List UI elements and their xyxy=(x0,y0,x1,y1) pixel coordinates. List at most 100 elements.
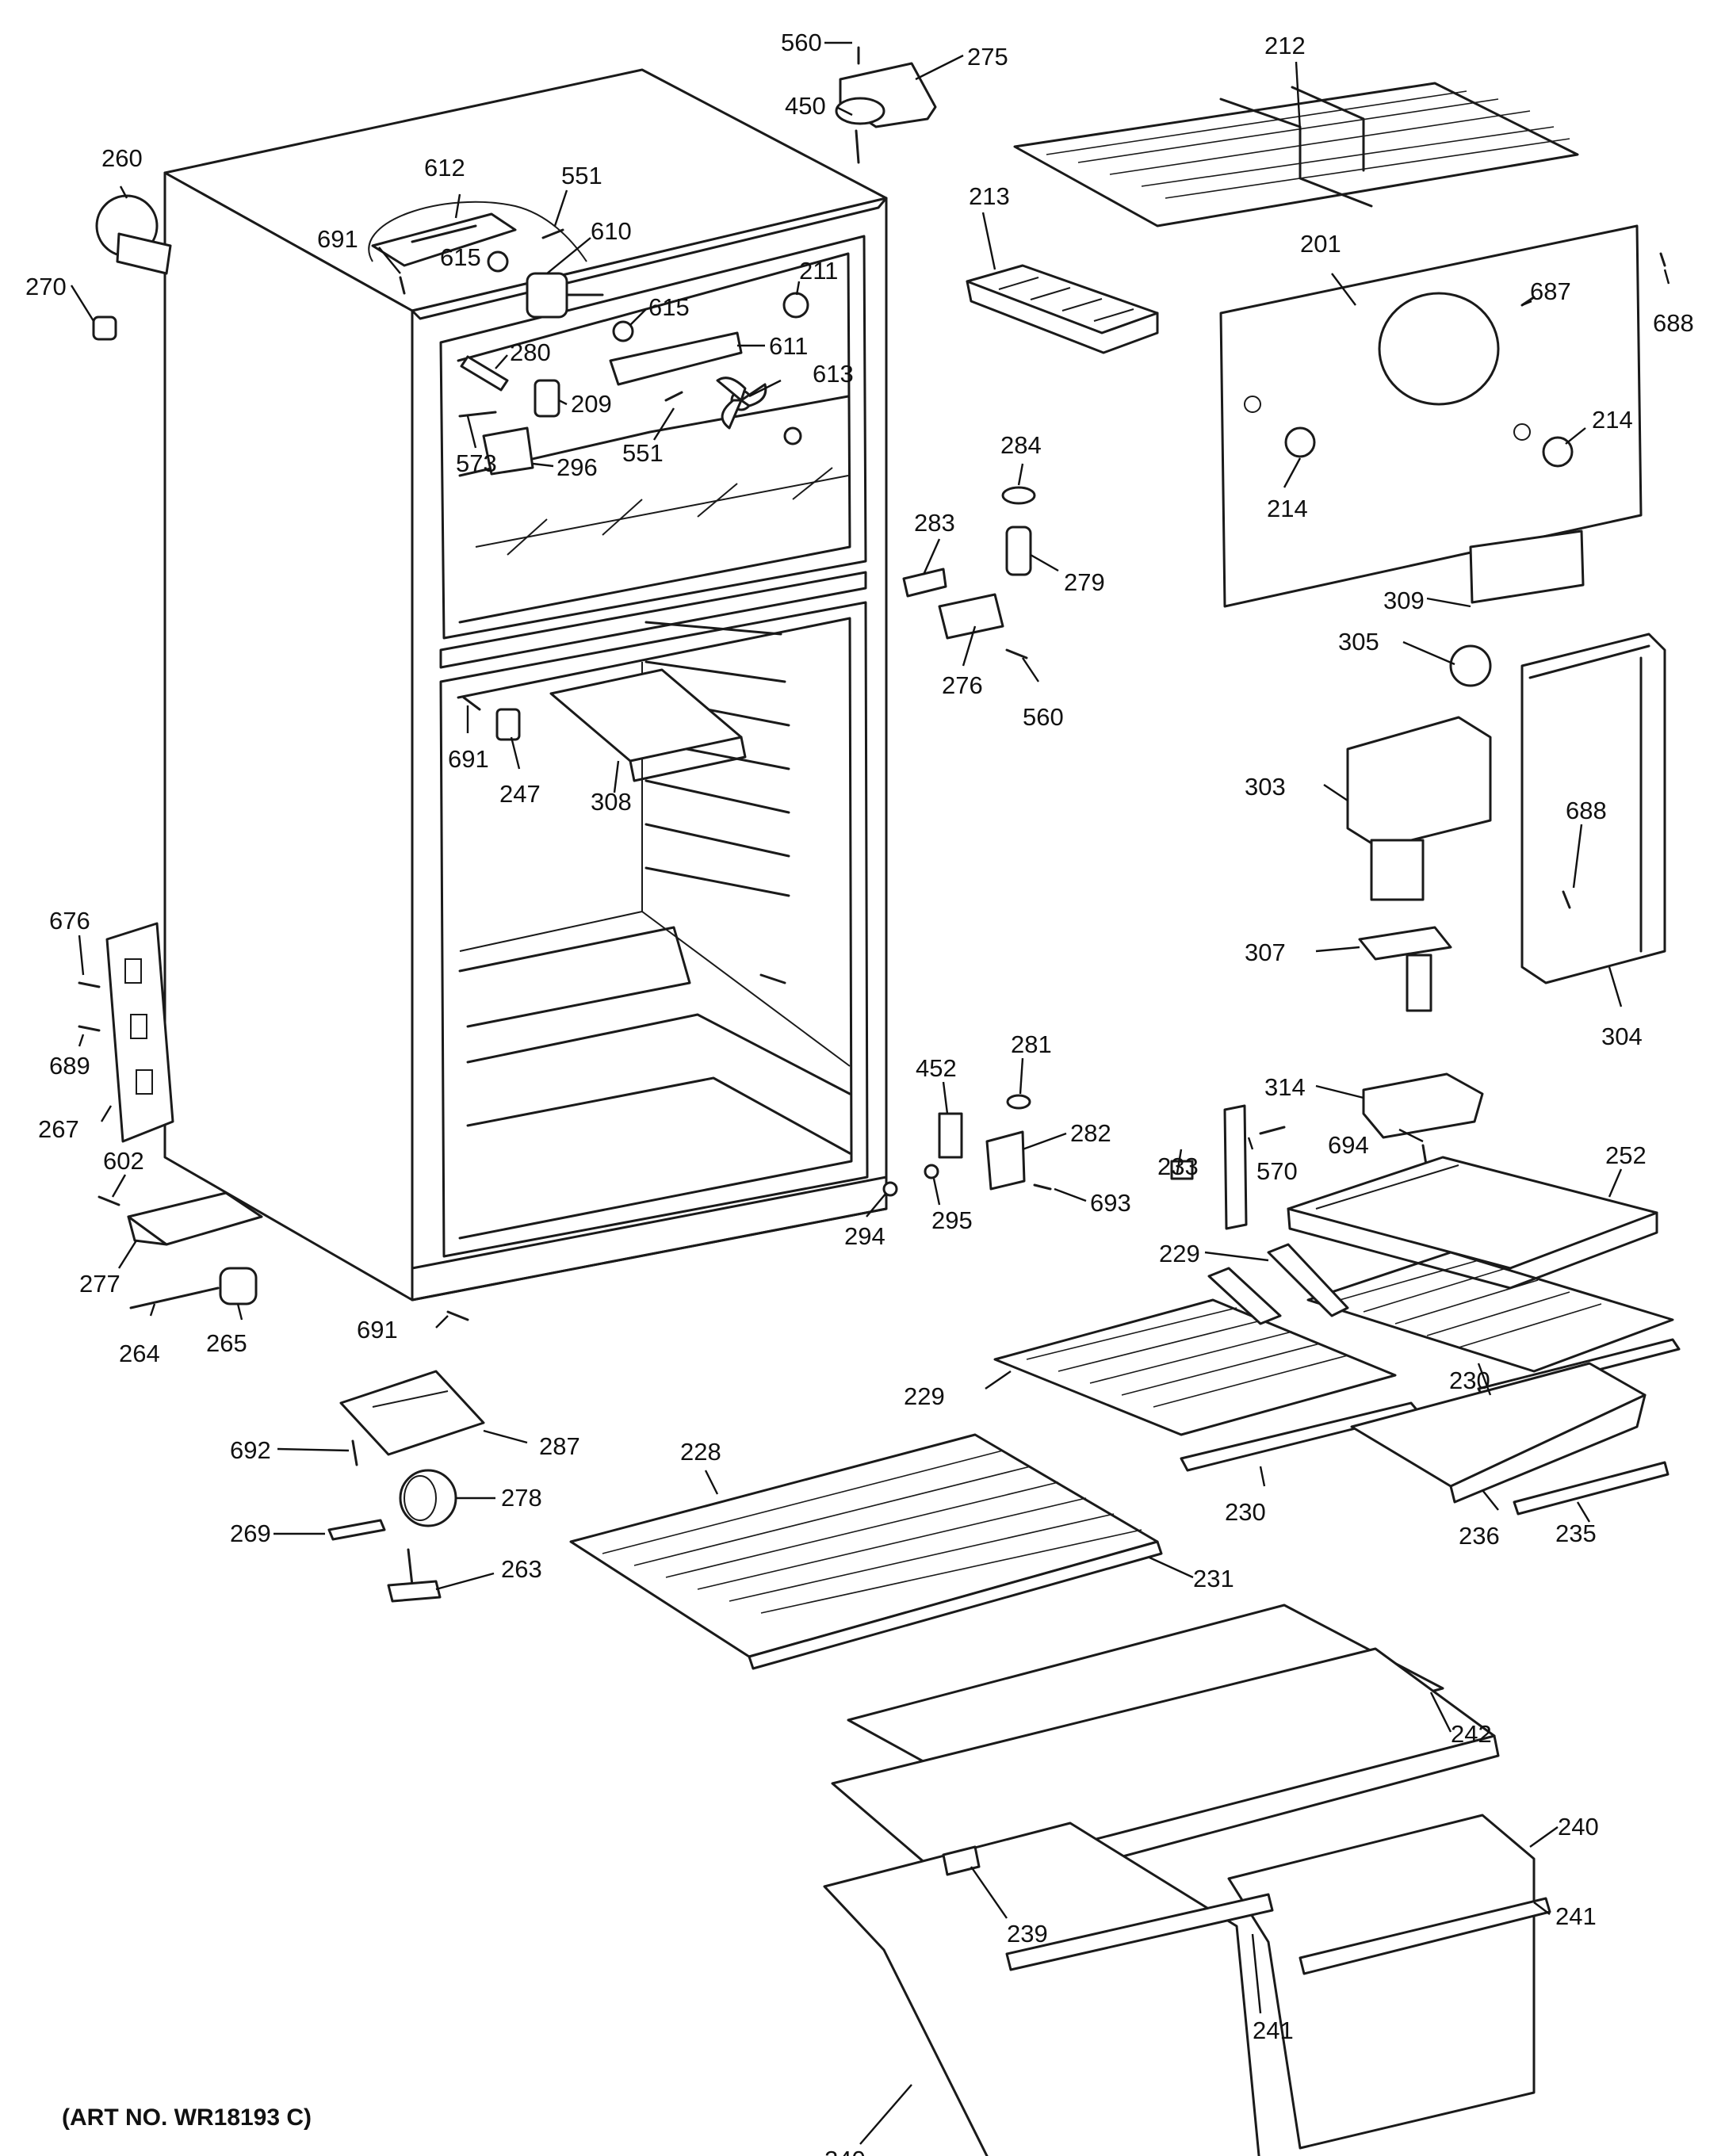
callout-693: 693 xyxy=(1090,1189,1131,1217)
callout-260: 260 xyxy=(101,144,143,172)
callout-450: 450 xyxy=(785,92,826,120)
callout-277: 277 xyxy=(79,1270,120,1298)
callout-691b: 691 xyxy=(448,745,489,773)
callout-610: 610 xyxy=(591,217,632,245)
callout-265: 265 xyxy=(206,1329,247,1357)
callout-615a: 615 xyxy=(440,243,481,271)
main-wire-shelf xyxy=(569,1433,1163,1670)
callout-212: 212 xyxy=(1264,32,1306,59)
callout-228: 228 xyxy=(680,1438,721,1466)
callout-296: 296 xyxy=(557,453,598,481)
freezer-wire-shelf xyxy=(1013,82,1579,227)
callout-694: 694 xyxy=(1328,1131,1369,1159)
callout-691c: 691 xyxy=(357,1316,398,1344)
callout-676: 676 xyxy=(49,907,90,935)
callout-452: 452 xyxy=(916,1054,957,1082)
callout-267: 267 xyxy=(38,1115,79,1143)
callout-294: 294 xyxy=(844,1222,885,1250)
callout-303: 303 xyxy=(1245,773,1286,801)
callout-263: 263 xyxy=(501,1555,542,1583)
callout-602: 602 xyxy=(103,1147,144,1175)
callout-284: 284 xyxy=(1000,431,1042,459)
callout-295: 295 xyxy=(931,1206,973,1234)
callout-240a: 240 xyxy=(1558,1813,1599,1841)
callout-314: 314 xyxy=(1264,1073,1306,1101)
callout-264: 264 xyxy=(119,1340,160,1367)
callout-239: 239 xyxy=(1007,1920,1048,1948)
callout-241b: 241 xyxy=(1253,2016,1294,2044)
callout-613: 613 xyxy=(813,360,854,388)
callout-213: 213 xyxy=(969,182,1010,210)
callout-247: 247 xyxy=(499,780,541,808)
callout-214b: 214 xyxy=(1592,406,1633,434)
refrigerator-cabinet xyxy=(163,68,888,1302)
callout-560a: 560 xyxy=(781,29,822,56)
callout-270: 270 xyxy=(25,273,67,300)
callout-233: 233 xyxy=(1157,1153,1199,1180)
evaporator-cover xyxy=(1219,224,1666,608)
fresh-food-components xyxy=(462,668,747,782)
callout-230a: 230 xyxy=(1449,1367,1490,1394)
fan-blade-icon xyxy=(716,377,767,430)
callout-688b: 688 xyxy=(1566,797,1607,824)
callout-551a: 551 xyxy=(561,162,602,189)
art-number: (ART NO. WR18193 C) xyxy=(62,2104,312,2131)
glass-shelf xyxy=(1287,1156,1658,1290)
callout-305: 305 xyxy=(1338,628,1379,656)
callout-692: 692 xyxy=(230,1436,271,1464)
leveling-parts xyxy=(327,1370,485,1603)
callout-labels: 560 275 450 212 260 612 551 610 691 615 … xyxy=(25,29,1694,2156)
callout-230b: 230 xyxy=(1225,1498,1266,1526)
door-hinge-parts xyxy=(902,486,1036,659)
fresh-food-duct xyxy=(1520,633,1666,984)
callout-278: 278 xyxy=(501,1484,542,1512)
callout-287: 287 xyxy=(539,1432,580,1460)
freezer-components xyxy=(368,201,809,476)
callout-688a: 688 xyxy=(1653,309,1694,337)
callout-309: 309 xyxy=(1383,587,1425,614)
leader-lines xyxy=(70,41,1670,2145)
callout-269: 269 xyxy=(230,1520,271,1547)
callout-280: 280 xyxy=(510,338,551,366)
callout-209: 209 xyxy=(571,390,612,418)
callout-252: 252 xyxy=(1605,1141,1647,1169)
callout-211: 211 xyxy=(799,257,838,285)
callout-229b: 229 xyxy=(904,1382,945,1410)
callout-201: 201 xyxy=(1300,230,1341,258)
callout-242: 242 xyxy=(1451,1720,1492,1748)
callout-275: 275 xyxy=(967,43,1008,71)
callout-551b: 551 xyxy=(622,439,664,467)
callout-304: 304 xyxy=(1601,1023,1643,1050)
callout-281: 281 xyxy=(1011,1030,1052,1058)
cantilever-shelves xyxy=(993,1243,1674,1436)
callout-570: 570 xyxy=(1256,1157,1298,1185)
control-parts xyxy=(1449,529,1585,687)
callout-307: 307 xyxy=(1245,938,1286,966)
callout-308: 308 xyxy=(591,788,632,816)
callout-282: 282 xyxy=(1070,1119,1111,1147)
callout-612: 612 xyxy=(424,154,465,182)
callout-283: 283 xyxy=(914,509,955,537)
callout-276: 276 xyxy=(942,671,983,699)
callout-231: 231 xyxy=(1193,1565,1234,1592)
callout-687: 687 xyxy=(1530,277,1571,305)
callout-615b: 615 xyxy=(648,293,690,321)
callout-691a: 691 xyxy=(317,225,358,253)
callout-240b: 240 xyxy=(824,2146,866,2156)
callout-689: 689 xyxy=(49,1052,90,1080)
air-duct-parts xyxy=(1346,716,1492,1139)
callout-611: 611 xyxy=(769,332,808,360)
door-stop-parts xyxy=(882,1094,1052,1197)
crisper-cover xyxy=(831,1604,1500,1904)
top-hinge xyxy=(835,46,937,164)
callout-560b: 560 xyxy=(1023,703,1064,731)
callout-279: 279 xyxy=(1064,568,1105,596)
callout-229a: 229 xyxy=(1159,1240,1200,1267)
callout-214a: 214 xyxy=(1267,495,1308,522)
shelf-trims xyxy=(1180,1338,1681,1516)
callout-236: 236 xyxy=(1459,1522,1500,1550)
callout-241a: 241 xyxy=(1555,1902,1597,1930)
callout-573: 573 xyxy=(456,449,497,477)
left-hardware xyxy=(78,194,469,1321)
